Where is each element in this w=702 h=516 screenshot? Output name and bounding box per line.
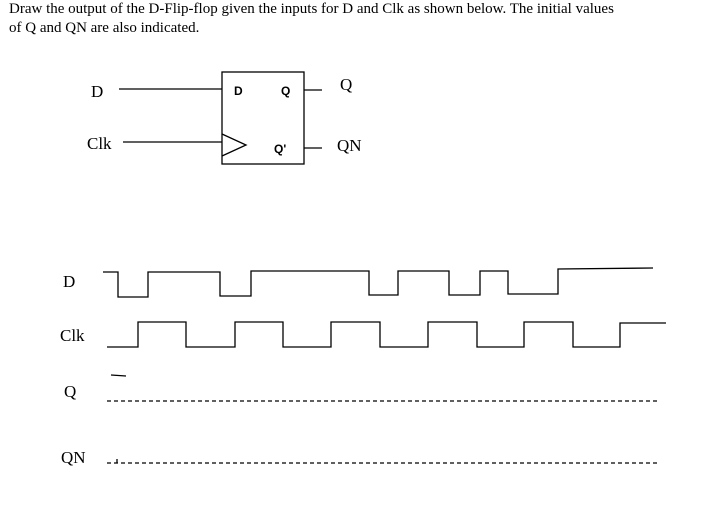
timing-d-label: D [63,272,76,291]
input-clk-label: Clk [87,134,112,153]
clk-waveform [107,321,666,348]
question-line-2: of Q and QN are also indicated. [9,20,200,36]
clock-triangle [221,133,248,157]
question-text: Draw the output of the D-Flip-flop given… [9,0,695,38]
q-initial-mark [110,374,127,377]
question-line-1: Draw the output of the D-Flip-flop given… [9,1,614,17]
output-q-label: Q [340,75,353,94]
pin-qbar-label: Q' [274,142,287,156]
timing-q-label: Q [64,382,77,401]
pin-d-label: D [234,84,243,98]
input-d-label: D [91,82,104,101]
output-qn-label: QN [337,136,362,155]
timing-qn-label: QN [61,448,86,467]
timing-clk-label: Clk [60,326,85,345]
d-waveform [103,267,654,298]
pin-q-label: Q [281,84,291,98]
flip-flop-box [221,71,305,165]
